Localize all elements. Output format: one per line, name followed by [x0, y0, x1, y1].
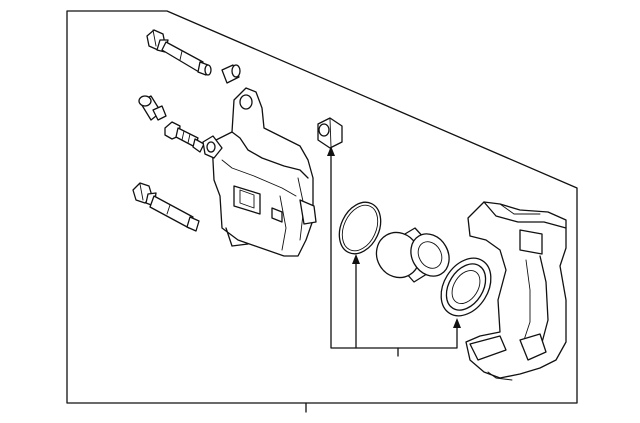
bleeder-screw	[165, 122, 204, 152]
caliper-housing	[203, 88, 316, 256]
pin-boot-lower	[139, 96, 166, 120]
callout-leaders	[327, 146, 461, 356]
dust-cap	[318, 118, 342, 148]
guide-pin-bolt-upper	[147, 30, 211, 75]
guide-pin-bolt-lower	[133, 183, 199, 231]
caliper-bracket	[466, 202, 566, 380]
diagram-frame	[67, 11, 577, 412]
arrowhead-piston-boot	[453, 318, 461, 328]
piston-seal	[331, 195, 388, 260]
arrowhead-dust-cap	[327, 146, 335, 156]
piston-boot	[431, 249, 501, 325]
piston	[368, 225, 456, 286]
pin-boot-upper	[222, 65, 240, 83]
arrowhead-piston-seal	[352, 254, 360, 264]
